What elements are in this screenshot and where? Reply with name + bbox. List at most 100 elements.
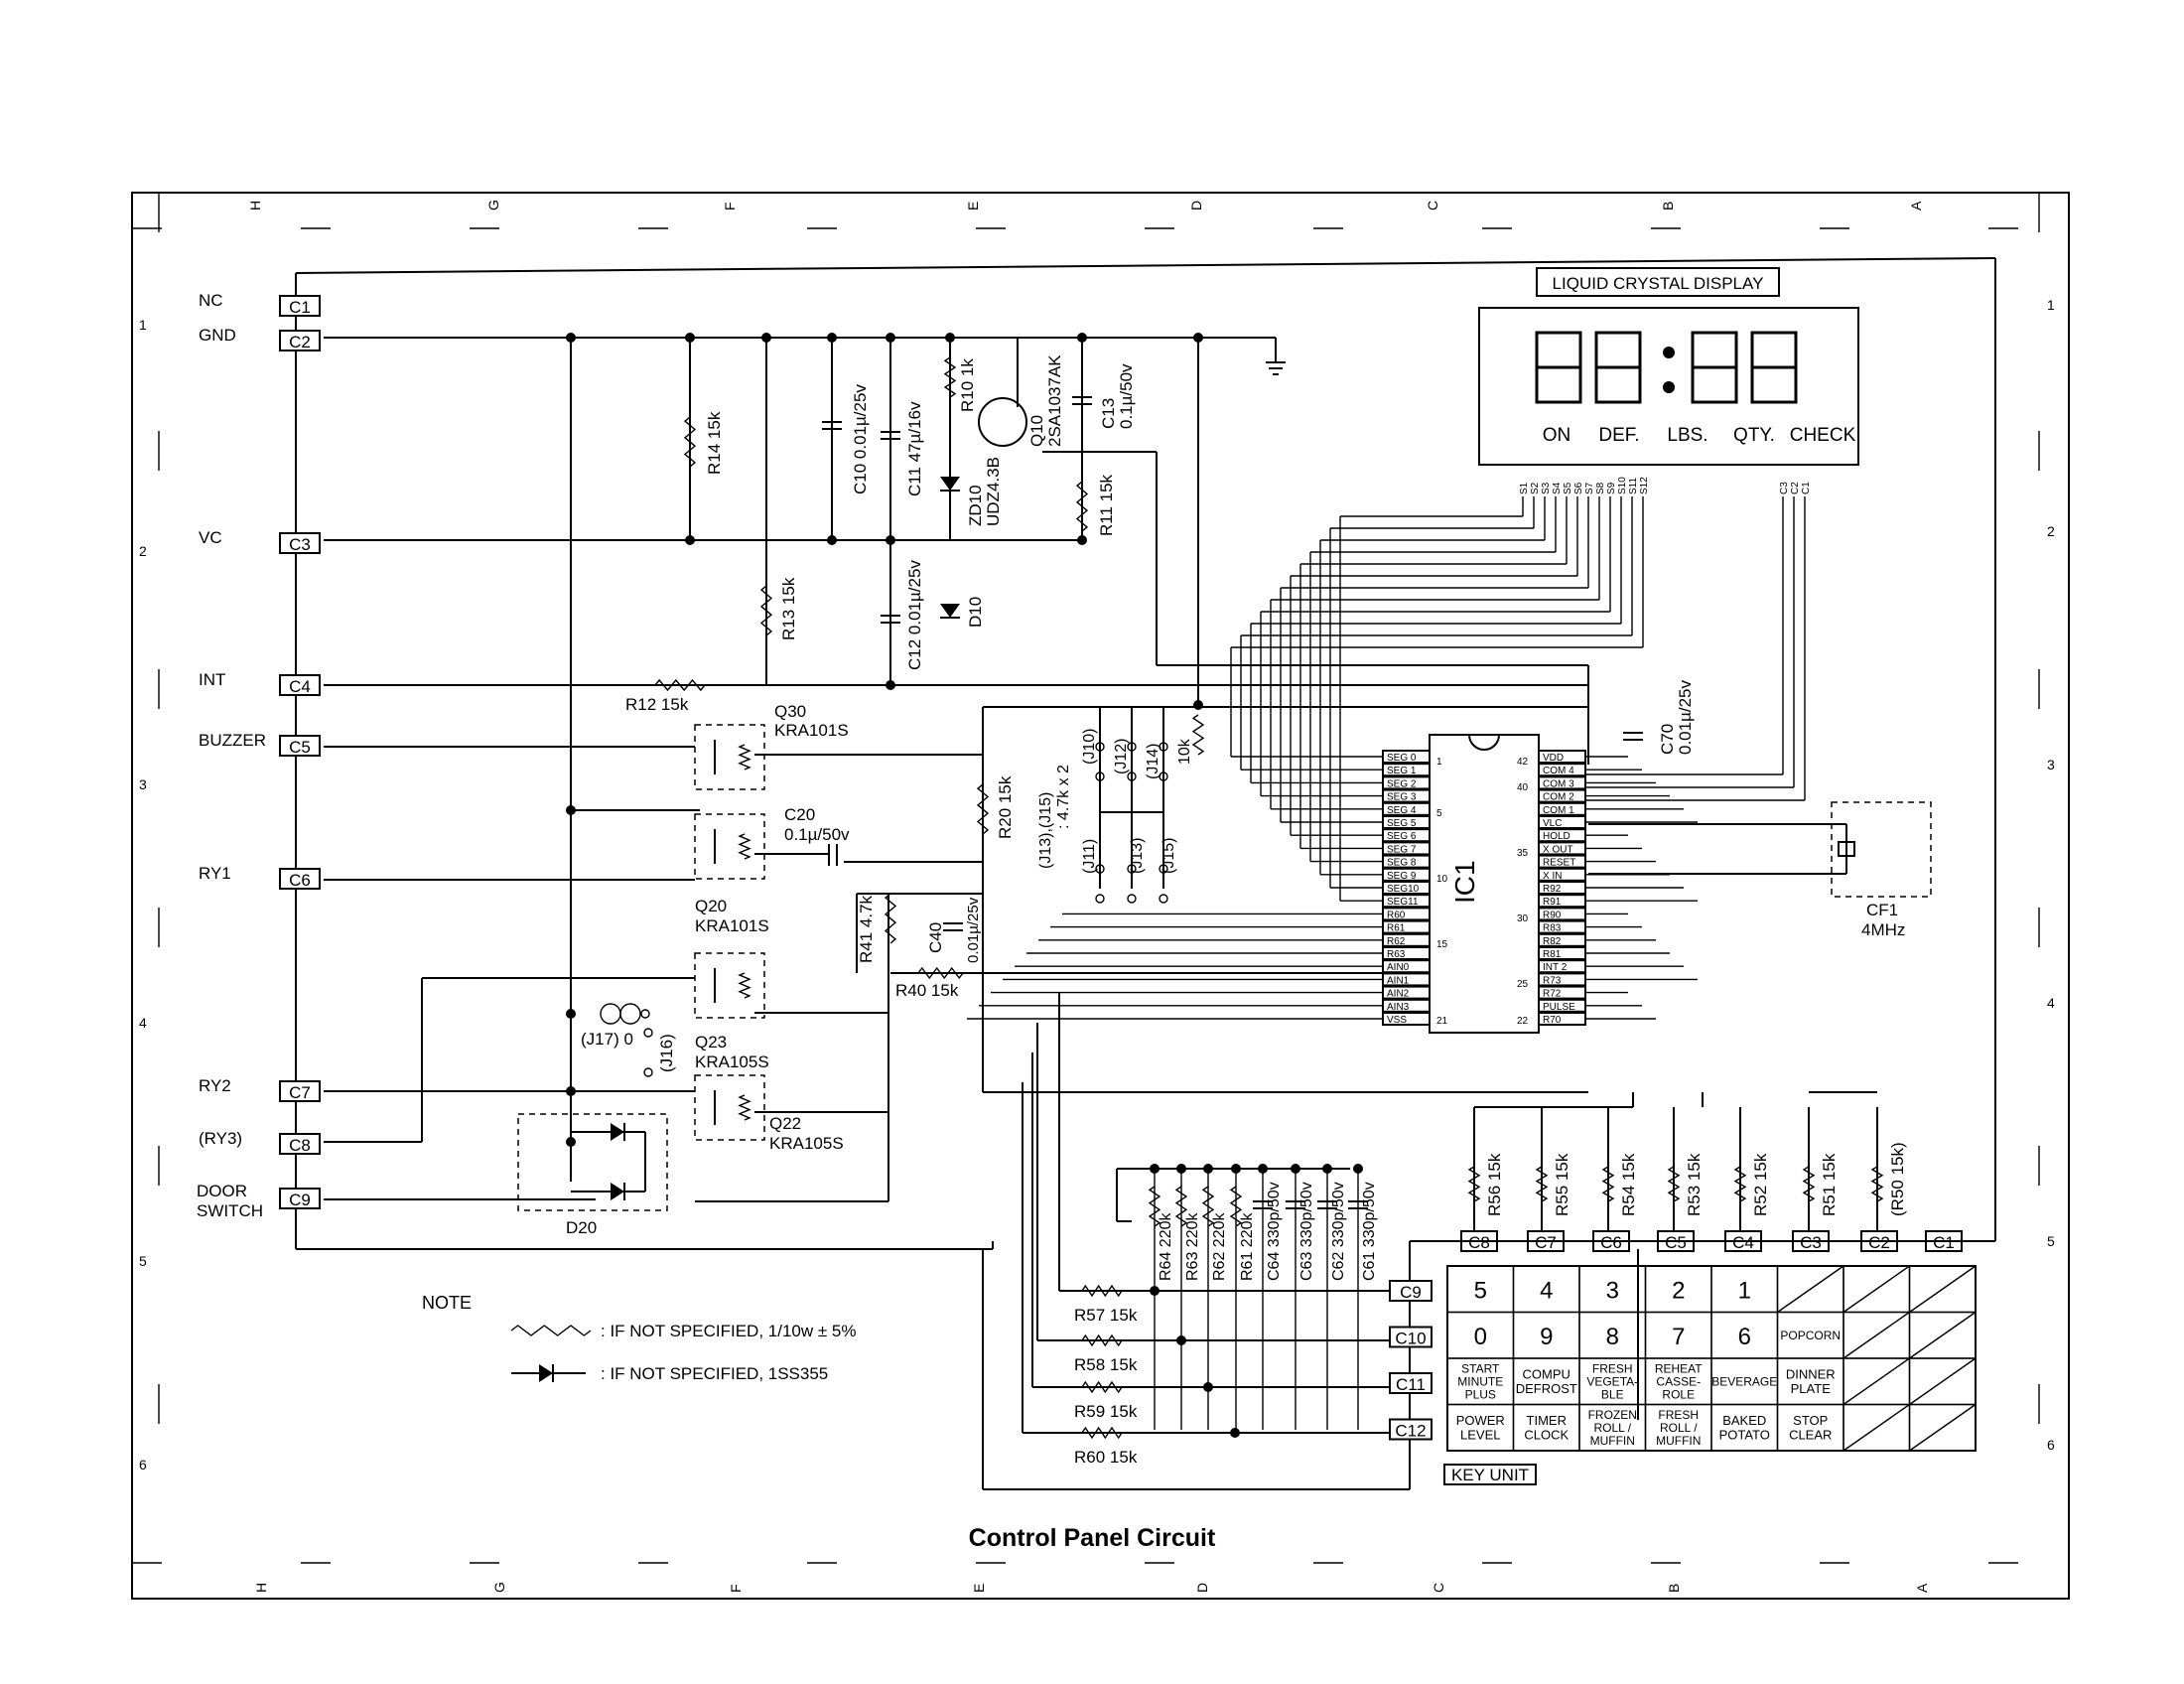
ic1-left-pin: AIN1 (1387, 975, 1410, 986)
connector-pin-label: C8 (289, 1136, 311, 1155)
ic1-right-pin: COM 1 (1543, 805, 1574, 816)
lcd-seg-pin: S12 (1639, 477, 1650, 494)
r40-label: R40 15k (895, 981, 959, 1000)
ic1-left-pin: R62 (1387, 936, 1406, 947)
c70-label: C70 (1658, 724, 1677, 755)
key-col-pin: C4 (1732, 1233, 1754, 1252)
diode-symbol (940, 477, 960, 491)
ic1-right-pin: R73 (1543, 975, 1562, 986)
connector-name: GND (199, 326, 236, 345)
j13-pad (1127, 894, 1137, 904)
ic1-left-pin: R60 (1387, 910, 1406, 920)
key-col-pin: C8 (1468, 1233, 1490, 1252)
key-label: POTATO (1719, 1427, 1770, 1442)
lcd-title-box (1536, 267, 1780, 297)
grid-row-right: 2 (2047, 523, 2055, 539)
ic1-right-pin: R70 (1543, 1015, 1562, 1026)
ic1-left-pin: SEG 6 (1387, 831, 1417, 842)
grid-row-left: 2 (139, 543, 147, 559)
resistor-symbol (759, 585, 773, 636)
key-col-pin: C2 (1868, 1233, 1890, 1252)
junction-dot (1077, 333, 1087, 343)
junction-dot (566, 1009, 576, 1019)
j15-pad (1159, 894, 1168, 904)
c40-value: 0.01µ/25v (965, 897, 982, 963)
lcd-com-pin: C2 (1790, 482, 1801, 494)
resistor-symbol (654, 678, 706, 692)
ic1-left-pin-box (1382, 919, 1431, 934)
key-label: PLATE (1791, 1381, 1832, 1396)
r41-label: R41 4.7k (857, 895, 876, 963)
ic1-right-pin: R82 (1543, 936, 1562, 947)
resistor-symbol (884, 893, 897, 944)
connector-pin-box (279, 674, 321, 696)
column-resistor-label: R55 15k (1553, 1153, 1571, 1216)
j11-pad (1095, 894, 1105, 904)
lcd-seg-pin: S9 (1606, 482, 1617, 494)
ic1-notch (1468, 734, 1500, 751)
junction-dot (1230, 1428, 1240, 1438)
lcd-digit-segments (1594, 331, 1642, 404)
ic1-right-pin-box (1538, 750, 1586, 764)
key-label: 2 (1672, 1277, 1685, 1304)
ic1-right-pin: R90 (1543, 910, 1562, 920)
q20-label: Q20 (695, 897, 727, 915)
ic1-right-pin: RESET (1543, 858, 1575, 869)
resistor-symbol (1733, 1166, 1747, 1202)
key-blank-slash (1777, 1265, 1844, 1314)
lcd-digit-segments (1535, 331, 1582, 404)
r10-label: R10 1k (958, 358, 977, 412)
r11-label: R11 15k (1097, 474, 1116, 536)
grid-col-bottom: F (728, 1584, 744, 1593)
key-unit-label: KEY UNIT (1451, 1466, 1529, 1484)
grid-col-bottom: B (1666, 1584, 1682, 1593)
connector-pin-box (279, 330, 321, 351)
key-blank-slash (1843, 1357, 1910, 1406)
resistor-symbol (1075, 481, 1089, 532)
j13-label: (J13) (1129, 838, 1146, 874)
connector-pin-label: C6 (289, 871, 311, 890)
ic1-right-pin: COM 3 (1543, 778, 1574, 789)
j15-pad (1159, 864, 1168, 874)
q10-label: Q10 (1027, 415, 1046, 447)
ic1-right-pin-box (1538, 1012, 1586, 1026)
j14-label: (J14) (1145, 744, 1161, 779)
resistor-symbol (738, 833, 751, 860)
segment-bus (967, 515, 1698, 1020)
ic1-left-pin: SEG 0 (1387, 753, 1417, 764)
ic1-pin-number: 35 (1517, 848, 1529, 859)
junction-dot (566, 333, 576, 343)
c12-label: C12 0.01µ/25v (905, 560, 924, 670)
resistor-symbol (1601, 1166, 1615, 1202)
key-label: 7 (1672, 1324, 1685, 1350)
connector-pin-label: C9 (289, 1191, 311, 1209)
ic1-right-pin: INT 2 (1543, 962, 1568, 973)
diode-symbol (611, 1123, 624, 1141)
ic1-pin-number: 30 (1517, 913, 1529, 924)
ic1-left-pin-box (1382, 750, 1431, 764)
ic1-right-pin: VDD (1543, 753, 1564, 764)
resistor-symbol (1081, 1380, 1123, 1394)
lcd-com-pin: C1 (1801, 482, 1812, 494)
key-row-pin: C10 (1395, 1330, 1426, 1348)
ic1-left-pin: SEG 1 (1387, 766, 1417, 776)
key-label: STOP (1793, 1413, 1828, 1428)
j16-end (643, 1028, 653, 1038)
key-label: MUFFIN (1656, 1434, 1701, 1448)
key-label: MINUTE (1457, 1374, 1503, 1388)
key-label: 3 (1606, 1277, 1619, 1304)
ic1-right-pin-box (1538, 828, 1586, 843)
r13-label: R13 15k (779, 577, 798, 640)
resistor-symbol (510, 1325, 592, 1336)
ic1-right-pin: VLC (1543, 818, 1562, 829)
j12-pad (1127, 772, 1137, 781)
ic1-left-pin: SEG 5 (1387, 818, 1417, 829)
junction-dot (1176, 1335, 1186, 1345)
key-label: CLEAR (1789, 1427, 1832, 1442)
c13-value: 0.1µ/50v (1117, 363, 1136, 429)
j10-pad (1095, 742, 1105, 752)
ic1-left-pin: SEG 8 (1387, 858, 1417, 869)
ic1-right-pin: R92 (1543, 884, 1562, 895)
grid-row-left: 4 (139, 1015, 147, 1031)
column-resistor-label: R52 15k (1751, 1153, 1770, 1216)
